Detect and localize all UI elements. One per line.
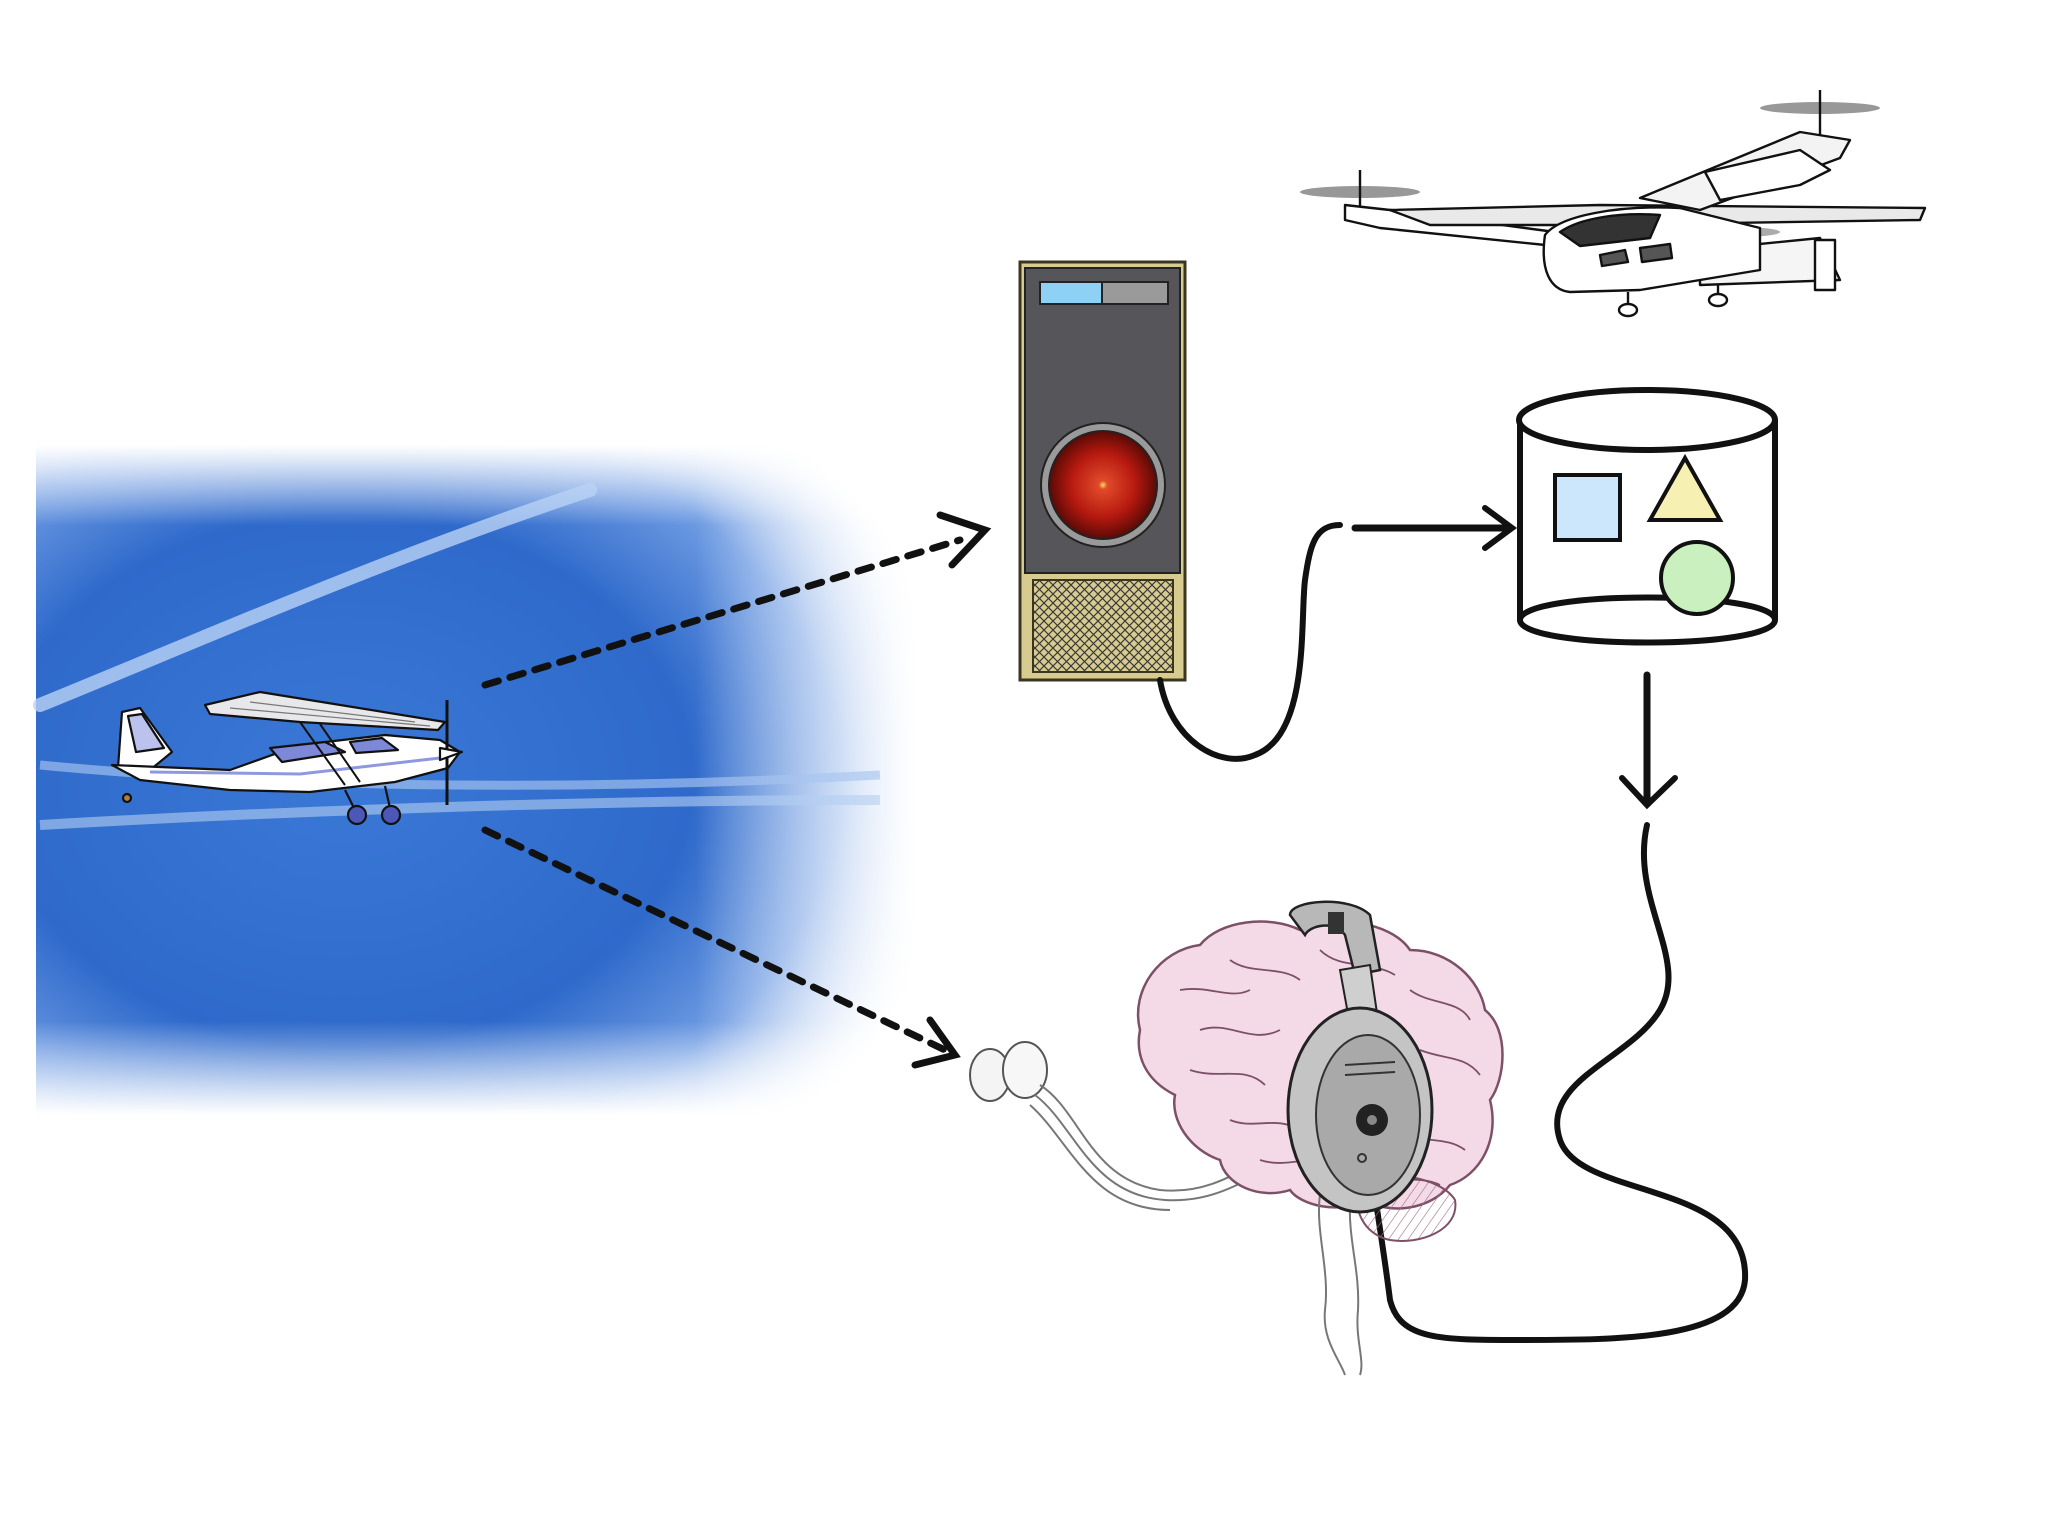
circle-shape: [1659, 540, 1735, 616]
computer-eye: [1048, 430, 1158, 540]
arrow-plane-to-brain: [481, 826, 961, 1069]
sky-background: [33, 445, 916, 1115]
headset-band: [1288, 900, 1382, 977]
arrow-plane-to-computer: [481, 511, 992, 689]
contrail: [33, 483, 597, 712]
cable-computer-to-database: [1157, 505, 1518, 762]
small-plane-icon: [110, 690, 464, 826]
computer-monolith-icon: [1018, 260, 1187, 682]
computer-speaker-grille: [1032, 579, 1174, 673]
evtol-aircraft-icon: [1300, 90, 1927, 318]
database-cylinder-icon: [1516, 387, 1778, 646]
cable-database-to-brain: [1372, 671, 1749, 1343]
brain-with-headset-icon: [969, 900, 1504, 1376]
triangle-shape: [1646, 453, 1724, 522]
contrail: [39, 795, 881, 830]
square-shape: [1553, 473, 1622, 542]
